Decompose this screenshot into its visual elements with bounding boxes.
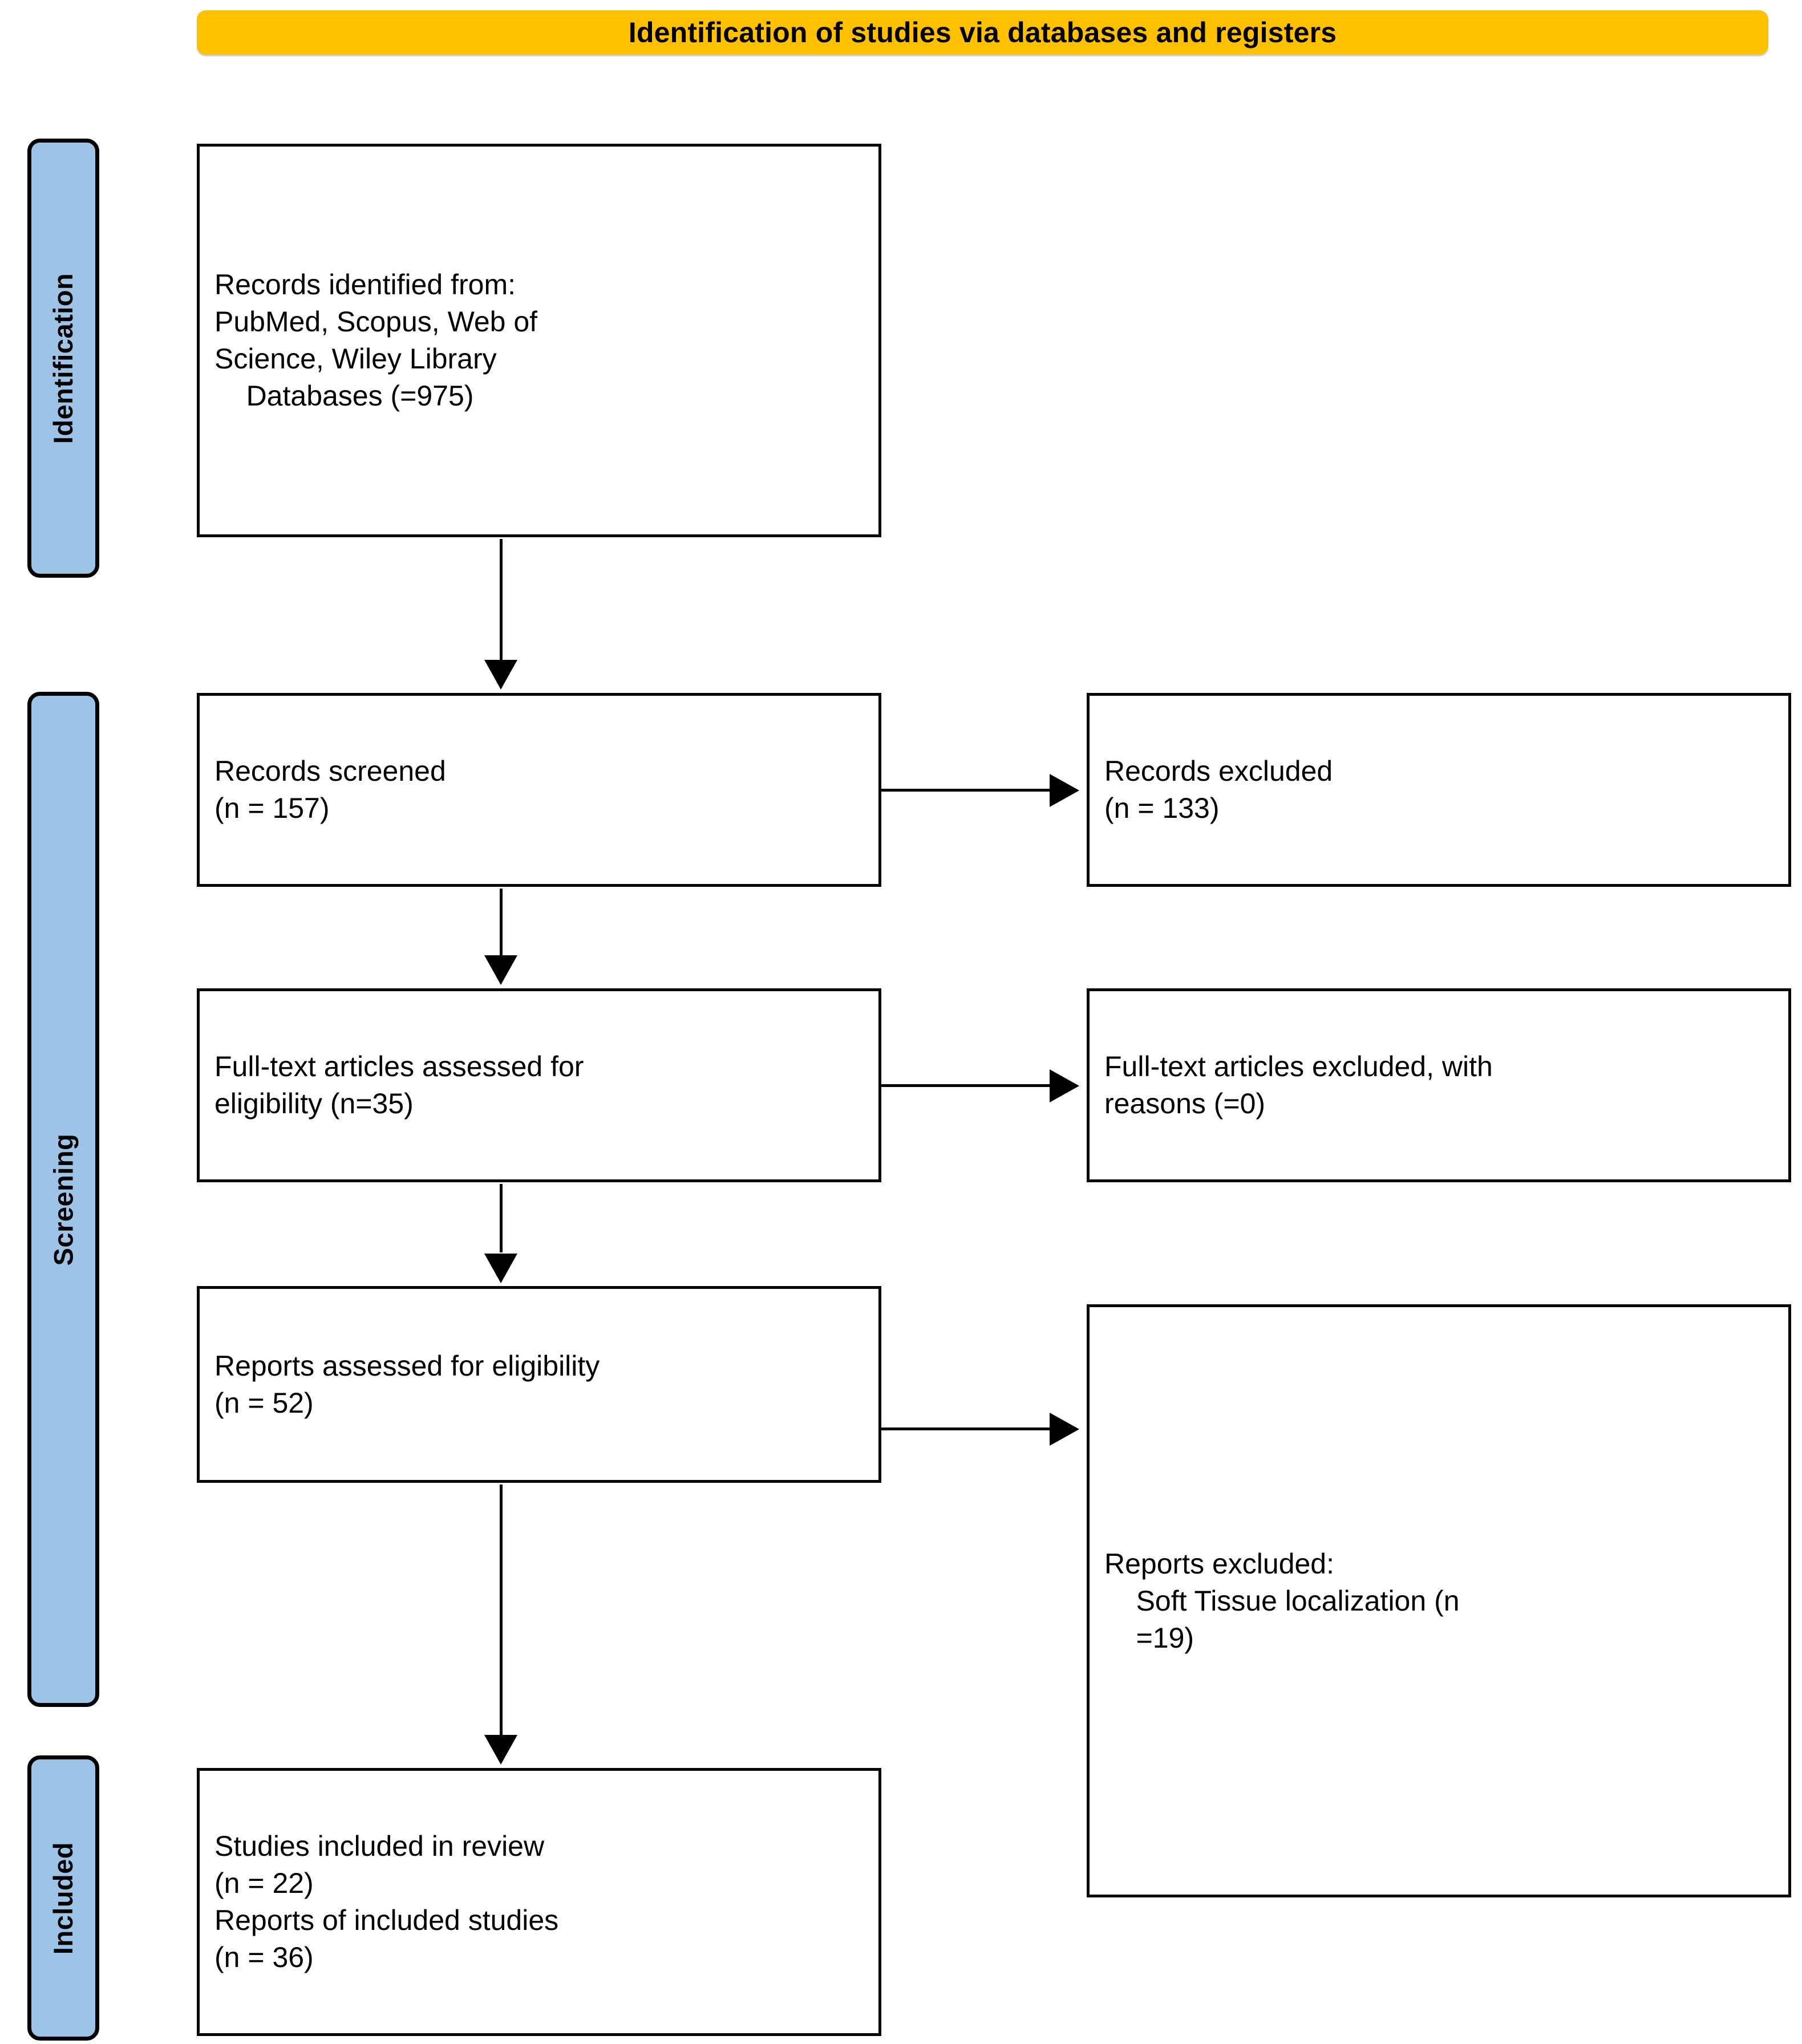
arrow-reports-to-excluded-head-icon bbox=[1050, 1413, 1079, 1446]
box-reports-excluded: Reports excluded: Soft Tissue localizati… bbox=[1087, 1304, 1791, 1897]
box-studies-included: Studies included in review (n = 22) Repo… bbox=[197, 1768, 881, 2036]
arrow-reports-to-excluded-line bbox=[881, 1427, 1052, 1430]
box-records-identified: Records identified from: PubMed, Scopus,… bbox=[197, 144, 881, 537]
arrow-reports-to-included-head-icon bbox=[484, 1735, 517, 1765]
box-records-screened: Records screened (n = 157) bbox=[197, 693, 881, 887]
box-fulltext-assessed: Full-text articles assessed for eligibil… bbox=[197, 988, 881, 1182]
box-reports-assessed-text: Reports assessed for eligibility (n = 52… bbox=[214, 1349, 600, 1419]
arrow-identified-to-screened-head-icon bbox=[484, 660, 517, 690]
box-studies-included-text: Studies included in review (n = 22) Repo… bbox=[214, 1830, 559, 1973]
box-fulltext-assessed-text: Full-text articles assessed for eligibil… bbox=[214, 1051, 584, 1120]
box-fulltext-excluded: Full-text articles excluded, with reason… bbox=[1087, 988, 1791, 1182]
arrow-screened-to-excluded-line bbox=[881, 789, 1052, 792]
stage-label-identification: Identification bbox=[27, 139, 99, 578]
arrow-screened-to-fulltext-line bbox=[500, 889, 503, 957]
diagram-title: Identification of studies via databases … bbox=[628, 17, 1337, 48]
arrow-screened-to-fulltext-head-icon bbox=[484, 955, 517, 985]
arrow-fulltext-to-reports-line bbox=[500, 1184, 503, 1252]
box-reports-assessed: Reports assessed for eligibility (n = 52… bbox=[197, 1286, 881, 1483]
box-records-screened-text: Records screened (n = 157) bbox=[214, 755, 446, 824]
stage-label-included-text: Included bbox=[48, 1842, 79, 1954]
arrow-fulltext-to-reports-head-icon bbox=[484, 1254, 517, 1283]
box-records-excluded: Records excluded (n = 133) bbox=[1087, 693, 1791, 887]
box-records-identified-text: Records identified from: PubMed, Scopus,… bbox=[214, 269, 538, 412]
box-records-excluded-text: Records excluded (n = 133) bbox=[1104, 755, 1333, 824]
diagram-header-banner: Identification of studies via databases … bbox=[197, 10, 1768, 55]
stage-label-identification-text: Identification bbox=[48, 273, 79, 444]
stage-label-screening: Screening bbox=[27, 692, 99, 1707]
arrow-screened-to-excluded-head-icon bbox=[1050, 774, 1079, 807]
box-reports-excluded-text: Reports excluded: Soft Tissue localizati… bbox=[1104, 1547, 1460, 1654]
stage-label-included: Included bbox=[27, 1755, 99, 2041]
arrow-fulltext-to-excluded-head-icon bbox=[1050, 1069, 1079, 1102]
arrow-identified-to-screened-line bbox=[500, 539, 503, 662]
stage-label-screening-text: Screening bbox=[48, 1133, 79, 1266]
arrow-reports-to-included-line bbox=[500, 1485, 503, 1735]
box-fulltext-excluded-text: Full-text articles excluded, with reason… bbox=[1104, 1051, 1493, 1120]
arrow-fulltext-to-excluded-line bbox=[881, 1084, 1052, 1087]
